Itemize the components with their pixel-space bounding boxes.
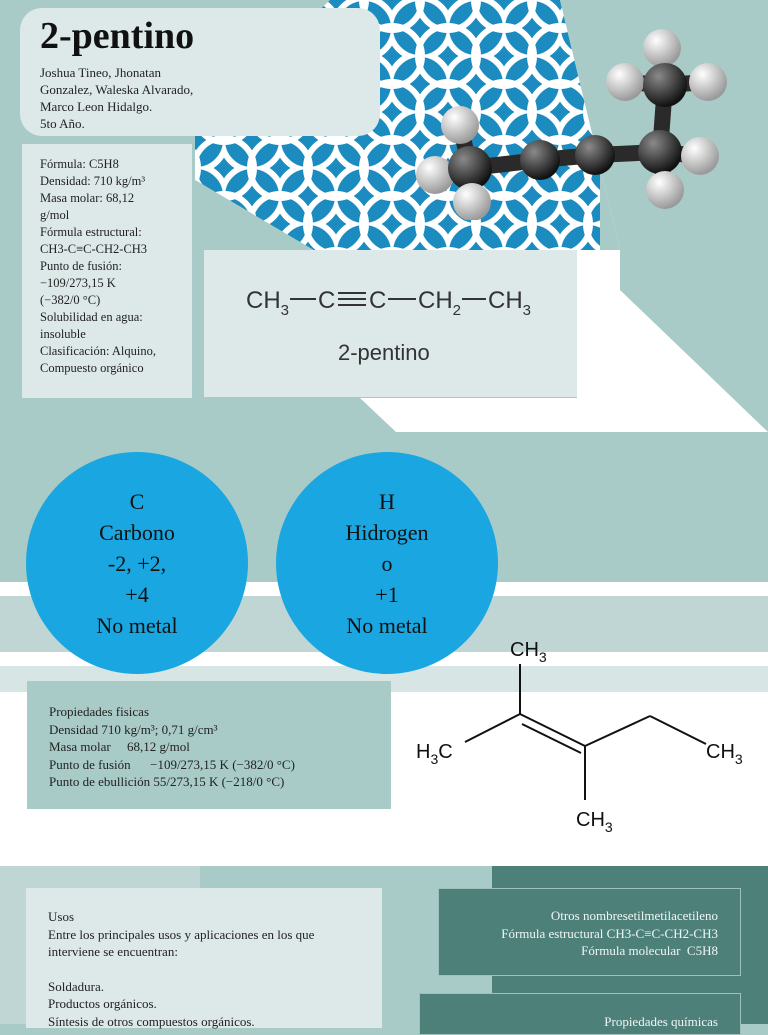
- hydrogen-atom: [689, 63, 727, 101]
- info-line: −109/273,15 K: [40, 276, 116, 290]
- group-c1: C: [318, 287, 335, 314]
- authors-text: Joshua Tineo, Jhonatan Gonzalez, Waleska…: [40, 65, 194, 131]
- carbon-atom: [520, 140, 560, 180]
- carbon-atom: [638, 130, 682, 174]
- info-line: Densidad: 710 kg/m³: [40, 174, 146, 188]
- group-ch3-left: CH3: [246, 287, 289, 319]
- hydrogen-atom: [441, 106, 479, 144]
- molecule-3d-model: [416, 29, 727, 220]
- element-circle-hydrogen: H Hidrogen o +1 No metal: [276, 452, 498, 674]
- physical-line: Punto de fusión −109/273,15 K (−382/0 °C…: [49, 756, 295, 772]
- label-h3c: H3C: [416, 741, 453, 767]
- info-line: Fórmula estructural:: [40, 225, 142, 239]
- group-ch3-right: CH3: [488, 287, 531, 319]
- carbon-atom: [643, 63, 687, 107]
- info-line: Fórmula: C5H8: [40, 157, 119, 171]
- page-title: 2-pentino: [40, 15, 195, 57]
- physical-line: Punto de ebullición 55/273,15 K (−218/0 …: [49, 774, 285, 789]
- physical-properties-card: Propiedades fisicas Densidad 710 kg/m³; …: [27, 681, 391, 809]
- element-line: No metal: [96, 612, 178, 638]
- uses-item: Síntesis de otros compuestos orgánicos.: [48, 1013, 255, 1029]
- element-circle-carbon: C Carbono -2, +2, +4 No metal: [26, 452, 248, 674]
- label-ch3-bottom: CH3: [576, 809, 613, 835]
- element-line: o: [381, 550, 393, 576]
- formula-caption: 2-pentino: [338, 340, 430, 365]
- element-line: -2, +2,: [107, 550, 167, 576]
- element-line: +1: [375, 581, 399, 607]
- info-line: Compuesto orgánico: [40, 361, 144, 375]
- chemical-heading: Propiedades químicas: [604, 1014, 718, 1029]
- hydrogen-atom: [646, 171, 684, 209]
- info-line: Solubilidad en agua:: [40, 310, 143, 324]
- physical-heading: Propiedades fisicas: [49, 704, 150, 719]
- info-line: insoluble: [40, 327, 86, 341]
- physical-line: Densidad 710 kg/m³; 0,71 g/cm³: [49, 721, 218, 737]
- physical-line: Masa molar 68,12 g/mol: [49, 739, 190, 754]
- element-line: Carbono: [99, 519, 175, 545]
- hydrogen-atom: [606, 63, 644, 101]
- uses-item: Productos orgánicos.: [48, 996, 157, 1011]
- info-line: Masa molar: 68,12: [40, 191, 135, 205]
- other-line: Fórmula estructural CH3-C≡C-CH2-CH3: [501, 925, 718, 941]
- carbon-atom: [448, 146, 492, 190]
- hydrogen-atom: [416, 156, 454, 194]
- uses-card: Usos Entre los principales usos y aplica…: [26, 888, 382, 1029]
- info-card: Fórmula: C5H8 Densidad: 710 kg/m³ Masa m…: [22, 144, 192, 398]
- hydrogen-atom: [643, 29, 681, 67]
- info-line: g/mol: [40, 208, 70, 222]
- skeletal-formula: CH3 H3C CH3 CH3: [416, 639, 743, 835]
- info-line: CH3-C≡C-CH2-CH3: [40, 242, 148, 256]
- element-line: H: [379, 488, 395, 514]
- label-ch3-top: CH3: [510, 639, 547, 665]
- uses-intro: Entre los principales usos y aplicacione…: [48, 926, 315, 960]
- structural-formula-card: CH3 C C CH2 CH3 2-pentino: [204, 250, 577, 397]
- label-ch3-right: CH3: [706, 741, 743, 767]
- other-line: Fórmula molecular C5H8: [581, 943, 718, 958]
- hydrogen-atom: [681, 137, 719, 175]
- group-ch2: CH2: [418, 287, 461, 319]
- other-line: Otros nombresetilmetilacetileno: [550, 908, 718, 923]
- uses-item: Soldadura.: [48, 978, 104, 994]
- carbon-atom: [575, 135, 615, 175]
- structural-formula: CH3 C C CH2 CH3 2-pentino: [246, 287, 531, 365]
- chemical-properties-card: Propiedades químicas: [419, 993, 741, 1035]
- element-line: C: [129, 488, 145, 514]
- info-line: Clasificación: Alquino,: [40, 344, 156, 358]
- hydrogen-atom: [453, 183, 491, 220]
- teal-wedge: [560, 0, 768, 432]
- other-names-card: Otros nombresetilmetilacetileno Fórmula …: [438, 888, 741, 976]
- info-line: (−382/0 °C): [40, 293, 101, 307]
- title-card: 2-pentino Joshua Tineo, Jhonatan Gonzale…: [20, 8, 380, 136]
- element-line: No metal: [346, 612, 428, 638]
- element-line: +4: [125, 581, 149, 607]
- info-line: Punto de fusión:: [40, 259, 122, 273]
- element-line: Hidrogen: [345, 519, 429, 545]
- uses-heading: Usos: [48, 909, 75, 924]
- group-c2: C: [369, 287, 386, 314]
